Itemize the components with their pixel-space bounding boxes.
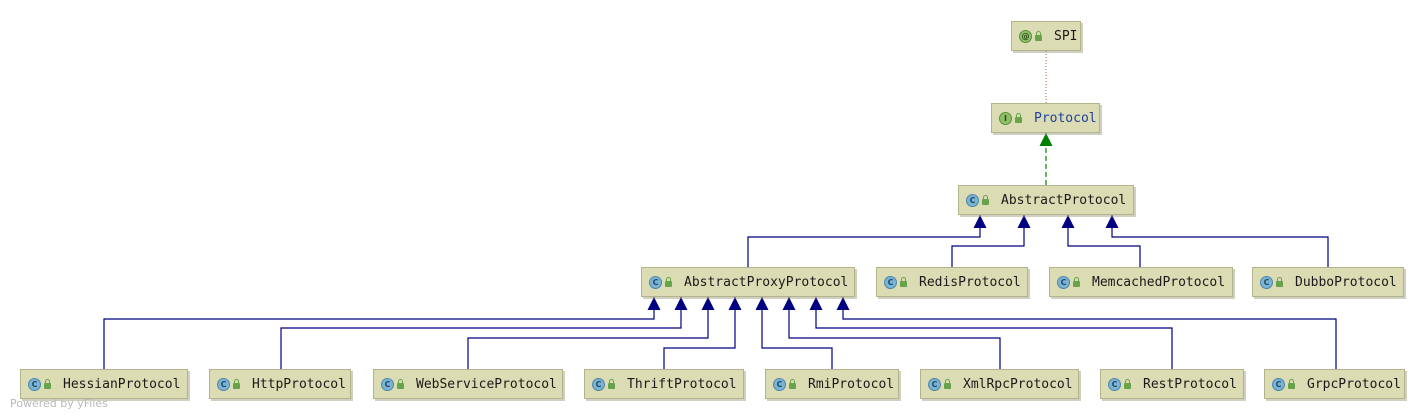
annotation-badge-icon: @ <box>1019 29 1032 43</box>
node-label: RedisProtocol <box>919 274 1021 290</box>
edge-redis-abstract <box>951 215 1031 267</box>
lock-icon <box>1124 378 1131 389</box>
node-dubbo[interactable]: C DubboProtocol <box>1252 267 1404 297</box>
edge-xmlrpc-proxy <box>782 297 1001 369</box>
node-rest[interactable]: C RestProtocol <box>1100 369 1244 399</box>
node-http[interactable]: C HttpProtocol <box>209 369 351 399</box>
node-label: AbstractProxyProtocol <box>684 274 849 290</box>
edge-webservice-proxy <box>467 297 715 369</box>
class-badge-icon: C <box>217 377 230 391</box>
lock-icon <box>1015 112 1022 123</box>
class-badge-icon: C <box>1272 377 1285 391</box>
edge-rmi-proxy <box>755 297 833 369</box>
lock-icon <box>1073 276 1080 287</box>
lock-icon <box>1288 378 1295 389</box>
node-thrift[interactable]: C ThriftProtocol <box>584 369 744 399</box>
lock-icon <box>900 276 907 287</box>
watermark: Powered by yFiles <box>10 397 108 410</box>
node-label: HessianProtocol <box>63 376 181 392</box>
node-spi[interactable]: @ SPI <box>1011 21 1081 51</box>
edge-proxy-abstract <box>747 215 987 267</box>
lock-icon <box>397 378 404 389</box>
class-badge-icon: C <box>773 377 786 391</box>
lock-icon <box>789 378 796 389</box>
node-proxy[interactable]: C AbstractProxyProtocol <box>641 267 855 297</box>
edge-hessian-proxy <box>103 297 661 369</box>
class-badge-icon: C <box>28 377 41 391</box>
edge-http-proxy <box>280 297 688 369</box>
class-badge-icon: C <box>1108 377 1121 391</box>
node-label: ThriftProtocol <box>627 376 737 392</box>
node-webservice[interactable]: C WebServiceProtocol <box>373 369 563 399</box>
node-memcached[interactable]: C MemcachedProtocol <box>1049 267 1233 297</box>
edge-thrift-proxy <box>663 297 742 369</box>
node-label: RestProtocol <box>1143 376 1237 392</box>
node-label: HttpProtocol <box>252 376 346 392</box>
lock-icon <box>44 378 51 389</box>
class-badge-icon: C <box>1057 275 1070 289</box>
node-rmi[interactable]: C RmiProtocol <box>765 369 899 399</box>
lock-icon <box>982 194 989 205</box>
lock-icon <box>944 378 951 389</box>
node-label: Protocol <box>1034 110 1097 126</box>
node-label: WebServiceProtocol <box>416 376 557 392</box>
class-badge-icon: C <box>381 377 394 391</box>
lock-icon <box>665 276 672 287</box>
lock-icon <box>1276 276 1283 287</box>
node-redis[interactable]: C RedisProtocol <box>876 267 1028 297</box>
node-grpc[interactable]: C GrpcProtocol <box>1264 369 1405 399</box>
node-label: XmlRpcProtocol <box>963 376 1073 392</box>
node-label: AbstractProtocol <box>1001 192 1127 208</box>
class-badge-icon: C <box>884 275 897 289</box>
node-hessian[interactable]: C HessianProtocol <box>20 369 188 399</box>
node-label: SPI <box>1054 28 1078 44</box>
lock-icon <box>233 378 240 389</box>
node-label: RmiProtocol <box>808 376 895 392</box>
node-abstract[interactable]: C AbstractProtocol <box>958 185 1134 215</box>
class-badge-icon: C <box>928 377 941 391</box>
class-badge-icon: C <box>1260 275 1273 289</box>
node-label: MemcachedProtocol <box>1092 274 1226 290</box>
lock-icon <box>608 378 615 389</box>
lock-icon <box>1035 30 1042 41</box>
interface-badge-icon: I <box>999 111 1012 125</box>
node-label: DubboProtocol <box>1295 274 1397 290</box>
edge-grpc-proxy <box>836 297 1337 369</box>
class-badge-icon: C <box>649 275 662 289</box>
class-badge-icon: C <box>966 193 979 207</box>
node-xmlrpc[interactable]: C XmlRpcProtocol <box>920 369 1079 399</box>
edge-dubbo-abstract <box>1105 215 1329 267</box>
edge-rest-proxy <box>809 297 1173 369</box>
node-protocol[interactable]: I Protocol <box>991 103 1100 133</box>
node-label: GrpcProtocol <box>1307 376 1401 392</box>
class-badge-icon: C <box>592 377 605 391</box>
edge-memcached-abstract <box>1061 215 1141 267</box>
